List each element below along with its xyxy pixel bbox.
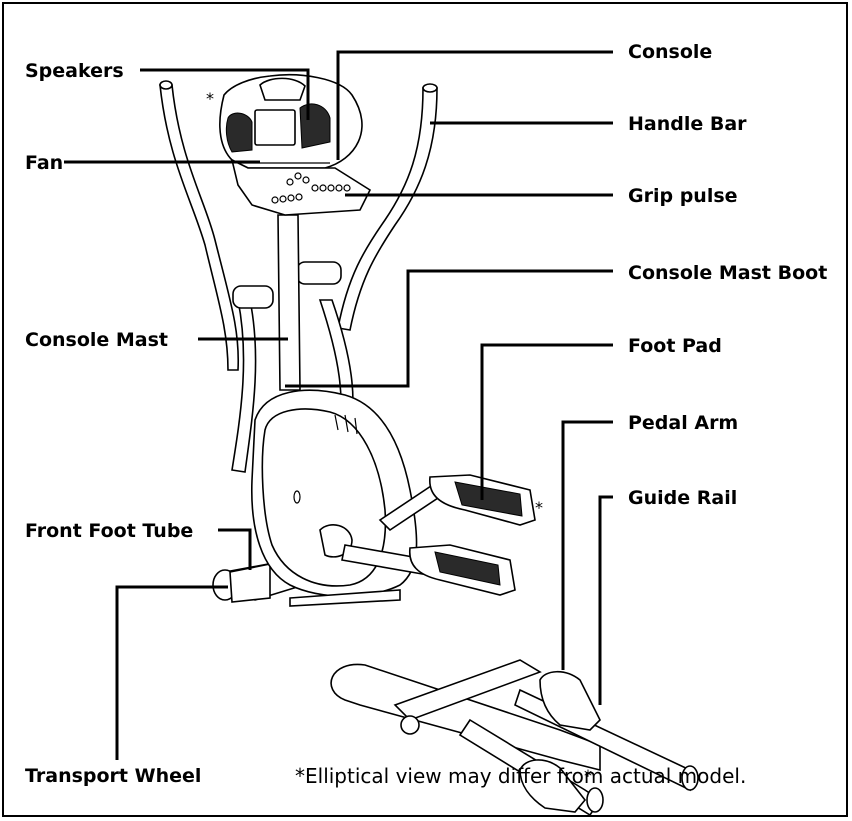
asterisk-console: * [206,89,214,108]
label-handle-bar: Handle Bar [628,113,747,135]
label-foot-pad: Foot Pad [628,335,722,357]
leader-console [338,52,613,160]
leader-guide-rail [600,497,613,705]
footnote: *Elliptical view may differ from actual … [295,764,746,788]
label-console: Console [628,41,712,63]
label-fan: Fan [25,152,63,174]
leader-transport-wheel [117,587,228,760]
label-grip-pulse: Grip pulse [628,185,738,207]
label-console-mast: Console Mast [25,329,168,351]
label-front-foot-tube: Front Foot Tube [25,520,193,542]
leader-front-foot-tube [218,530,250,570]
label-pedal-arm: Pedal Arm [628,412,738,434]
leader-pedal-arm [563,422,613,670]
label-speakers: Speakers [25,60,124,82]
label-transport-wheel: Transport Wheel [25,765,201,787]
asterisk-foot-pad: * [535,498,543,517]
label-guide-rail: Guide Rail [628,487,737,509]
elliptical-illustration [160,75,698,815]
label-console-mast-boot: Console Mast Boot [628,262,827,284]
